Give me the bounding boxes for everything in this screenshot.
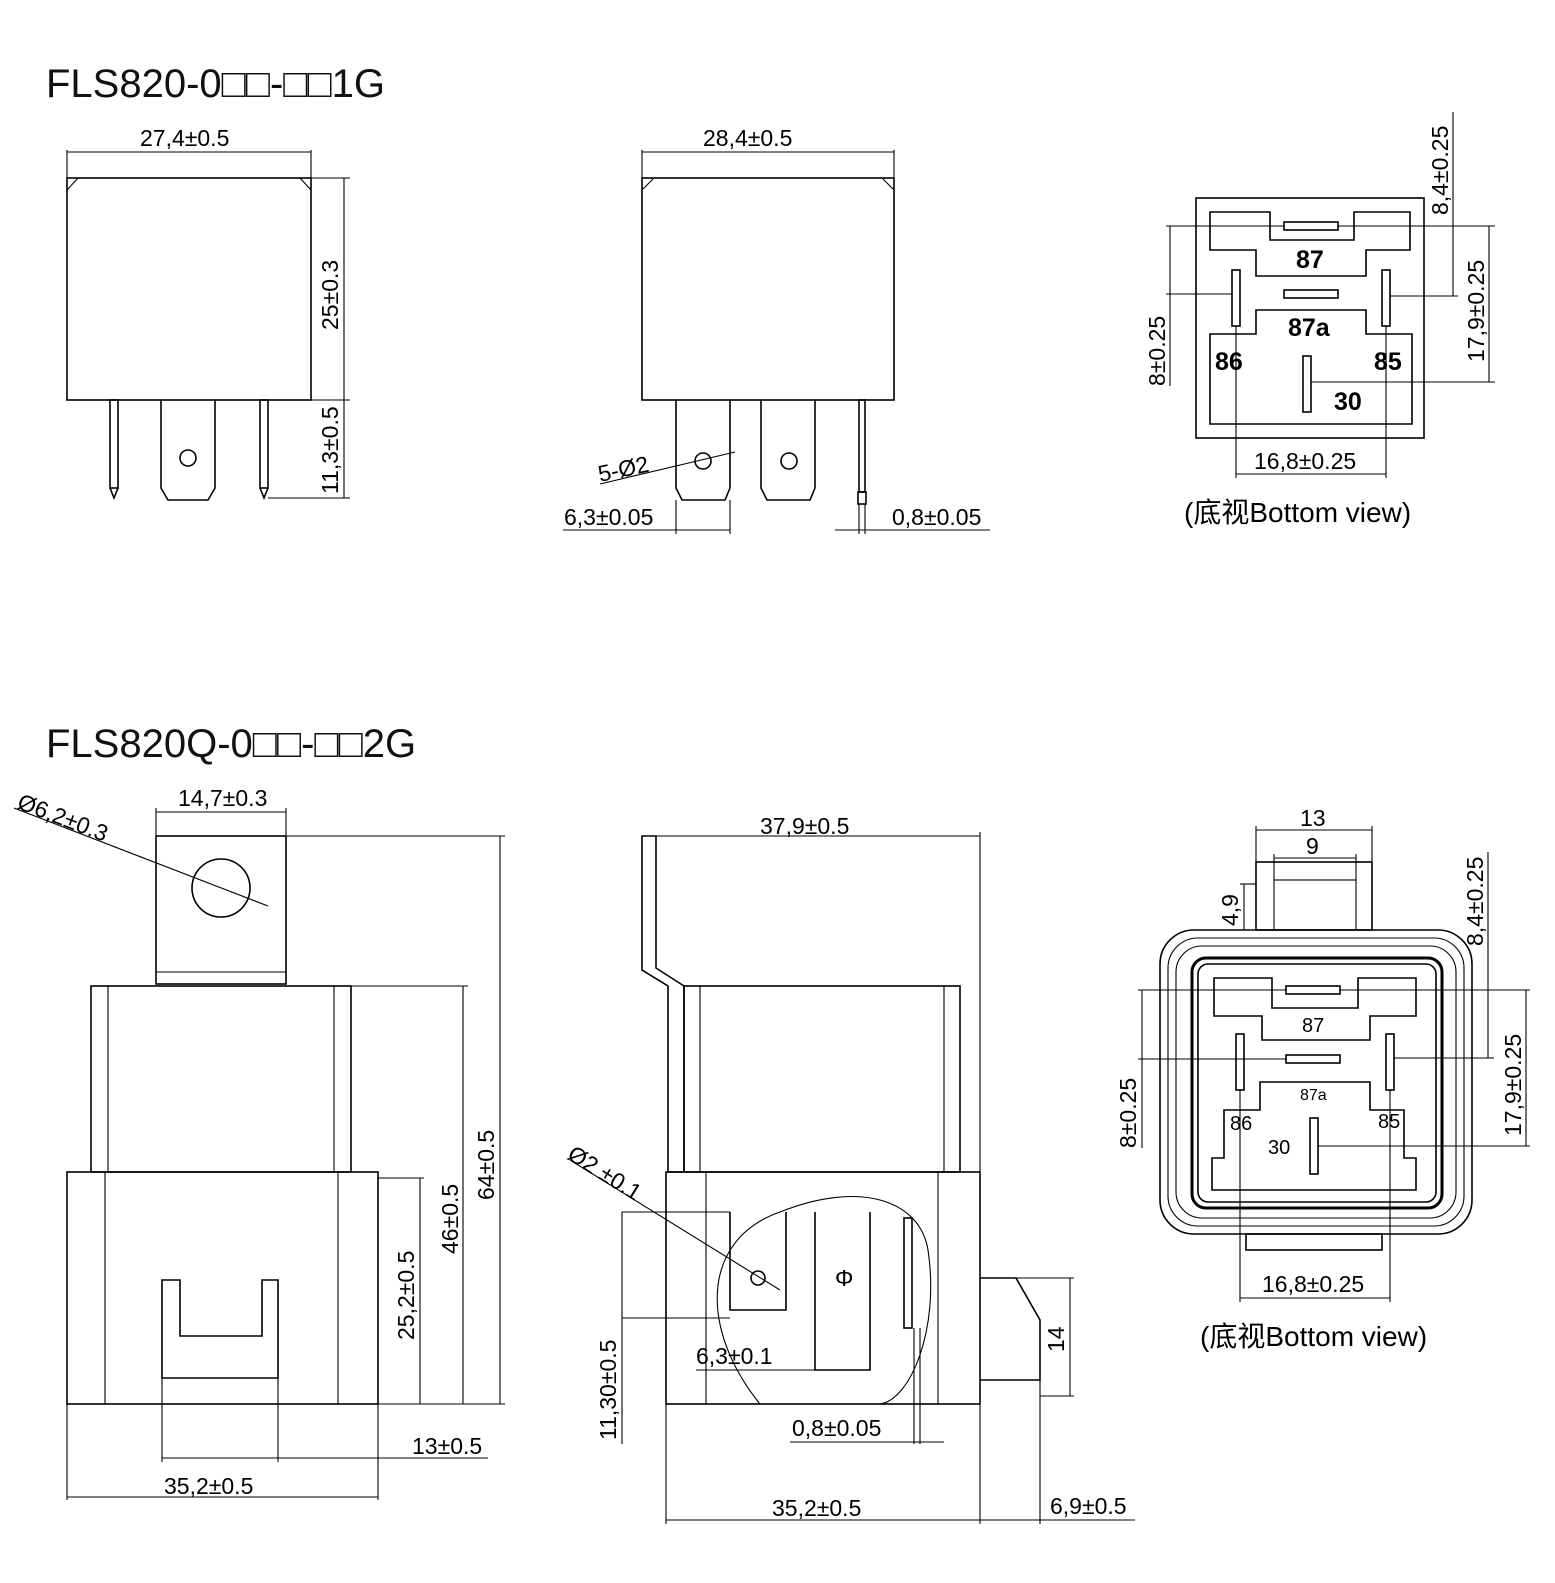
model-title-top: FLS820-0□□-□□1G — [46, 62, 385, 106]
dim-base-width: 35,2±0.5 — [772, 1495, 861, 1521]
dim-height: 17,9±0.25 — [1500, 1034, 1526, 1136]
dim-hole: Ø2 ±0.1 — [563, 1140, 646, 1205]
dim-width: 37,9±0.5 — [760, 813, 849, 839]
pin — [858, 399, 866, 493]
pin-label-87a: 87a — [1288, 314, 1331, 342]
top-bottom-view: 87 87a 86 85 30 8,4±0.25 17,9±0.25 8±0.2… — [1144, 112, 1495, 528]
dim-total-height: 64±0.5 — [473, 1130, 499, 1200]
bottom-view-caption: (底视Bottom view) — [1184, 497, 1411, 528]
dim-width: 27,4±0.5 — [140, 125, 229, 151]
pin — [109, 399, 119, 489]
dim-base-height: 25,2±0.5 — [393, 1251, 419, 1340]
dim-height: 25±0.3 — [317, 260, 343, 330]
svg-text:Φ: Φ — [835, 1265, 853, 1291]
relay-body — [641, 177, 895, 401]
pin-label-87a: 87a — [1300, 1087, 1327, 1104]
dim-clip-depth: 6,9±0.5 — [1050, 1493, 1127, 1519]
dim-width: 35,2±0.5 — [164, 1473, 253, 1499]
model-title-bottom: FLS820Q-0□□-□□2G — [46, 722, 417, 766]
dim-pin-thickness: 0,8±0.05 — [792, 1415, 881, 1441]
relay-body — [66, 177, 312, 401]
dim-body-height: 46±0.5 — [437, 1184, 463, 1254]
dim-bracket-height: 4,9 — [1217, 894, 1243, 926]
dim-tab-width: 6,3±0.05 — [564, 504, 653, 530]
pin-label-86: 86 — [1230, 1113, 1252, 1135]
tab-terminal — [160, 400, 216, 501]
dim-height: 17,9±0.25 — [1463, 260, 1489, 362]
relay-cover — [683, 985, 961, 1173]
dim-hole: 5-Ø2 — [596, 451, 651, 487]
dim-tab-width: 6,3±0.1 — [696, 1343, 773, 1369]
tab-terminal — [675, 400, 731, 501]
dim-top-offset: 8,4±0.25 — [1462, 857, 1488, 946]
mounting-hole — [191, 858, 251, 918]
dim-hole: Ø6,2±0.3 — [14, 788, 112, 846]
relay-socket — [665, 1171, 981, 1405]
pin-label-87: 87 — [1296, 246, 1324, 274]
pin — [259, 399, 269, 489]
bottom-bottom-view: 87 87a 86 85 30 13 9 4,9 8,4±0.25 17,9±0… — [1115, 805, 1530, 1352]
bottom-side-view: 14,7±0.3 Ø6,2±0.3 64±0.5 46±0.5 25,2±0.5… — [13, 785, 505, 1500]
bottom-front-view: Φ 37,9±0.5 Ø2 ±0.1 11,30±0.5 6,3±0.1 0,8… — [563, 813, 1135, 1524]
bottom-lug — [1245, 1233, 1383, 1251]
pin-label-85: 85 — [1378, 1111, 1400, 1133]
dim-bracket-inner: 9 — [1306, 833, 1319, 859]
clip — [980, 1277, 1041, 1381]
top-front-view: 28,4±0.5 5-Ø2 6,3±0.05 0,8±0.05 — [563, 125, 990, 534]
dim-pin-length: 11,3±0.5 — [317, 406, 343, 494]
mounting-bracket — [641, 835, 685, 1173]
dim-bracket-outer: 13 — [1300, 805, 1326, 831]
dim-width: 28,4±0.5 — [703, 125, 792, 151]
bottom-view-caption: (底视Bottom view) — [1200, 1321, 1427, 1352]
dim-pin-length: 11,30±0.5 — [595, 1340, 621, 1440]
dim-pitch: 16,8±0.25 — [1254, 448, 1356, 474]
dim-top-offset: 8,4±0.25 — [1427, 126, 1453, 215]
pin-label-30: 30 — [1268, 1137, 1290, 1159]
relay-socket — [66, 1171, 379, 1405]
pin-label-30: 30 — [1334, 388, 1362, 416]
dim-clip-height: 14 — [1043, 1326, 1069, 1352]
dim-left: 8±0.25 — [1144, 316, 1170, 386]
tab-terminal — [729, 1212, 787, 1311]
relay-cover — [90, 985, 352, 1173]
top-side-view: 27,4±0.5 25±0.3 11,3±0.5 — [66, 125, 350, 501]
tab-terminal — [760, 400, 816, 501]
relay-outline — [1195, 197, 1425, 439]
mounting-bracket — [155, 835, 287, 985]
mounting-bracket — [1255, 861, 1373, 931]
dim-slot: 13±0.5 — [412, 1433, 482, 1459]
tab-terminal — [814, 1212, 871, 1371]
slot — [161, 1279, 279, 1379]
dim-pitch: 16,8±0.25 — [1262, 1271, 1364, 1297]
pin-label-87: 87 — [1302, 1015, 1324, 1037]
dim-bracket-width: 14,7±0.3 — [178, 785, 267, 811]
pin-label-86: 86 — [1215, 348, 1243, 376]
dim-left: 8±0.25 — [1115, 1078, 1141, 1148]
dim-pin-thickness: 0,8±0.05 — [892, 504, 981, 530]
pin-label-85: 85 — [1374, 348, 1402, 376]
